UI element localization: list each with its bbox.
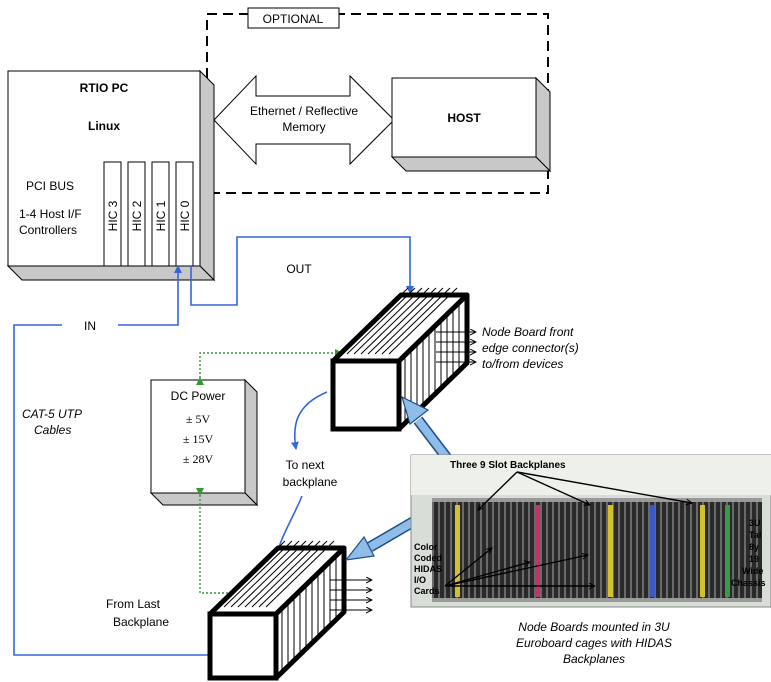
optional-label: OPTIONAL: [263, 12, 324, 26]
photo-callout-arrow-lower: [344, 514, 421, 561]
photo-right-line6: Chassis: [731, 578, 766, 588]
photo-left-line2: Coded: [414, 553, 442, 563]
out-label: OUT: [286, 262, 312, 276]
to-next-arrow-top: [290, 391, 328, 450]
to-next-label-line1: To next: [286, 458, 325, 472]
node-front-label-line2: edge connector(s): [482, 341, 579, 355]
in-label-bg: [62, 317, 118, 335]
photo-right-line5: Wide: [742, 566, 763, 576]
backplane-lower: [207, 540, 347, 681]
card-magenta: [535, 505, 540, 597]
caption-line1: Node Boards mounted in 3U: [518, 620, 670, 634]
power-line-top: [196, 349, 343, 385]
backplane-upper: [330, 287, 470, 432]
photo-left-line5: Cards: [414, 586, 440, 596]
host-box: HOST: [390, 76, 552, 173]
dc-power-28v: ± 28V: [183, 452, 214, 466]
node-front-label-line1: Node Board front: [482, 325, 574, 339]
cables-label-line2: Cables: [34, 423, 71, 437]
photo-right-line4: 19: [749, 554, 759, 564]
photo-left-line3: HIDAS: [414, 564, 442, 574]
dc-power-box: DC Power ± 5V ± 15V ± 28V: [149, 378, 259, 507]
rtio-pc-os: Linux: [88, 119, 120, 133]
out-cable-line: [190, 236, 414, 306]
link-label-line1: Ethernet / Reflective: [250, 104, 358, 118]
hic-slot-3-label: HIC 3: [106, 200, 120, 231]
host-label: HOST: [447, 111, 481, 125]
node-front-label-line3: to/from devices: [482, 357, 563, 371]
card-green: [725, 505, 730, 597]
photo-left-line4: I/O: [414, 575, 426, 585]
card-yellow-1: [455, 505, 460, 597]
caption-line2: Euroboard cages with HIDAS: [516, 636, 672, 650]
in-label: IN: [84, 319, 96, 333]
rtio-pc-title: RTIO PC: [80, 81, 129, 95]
hic-slot-1: HIC 1: [151, 161, 170, 267]
from-last-label-line1: From Last: [106, 597, 161, 611]
pci-bus-label: PCI BUS: [26, 179, 74, 193]
to-next-label-line2: backplane: [283, 475, 338, 489]
hic-slot-1-label: HIC 1: [154, 200, 168, 231]
hic-slot-3: HIC 3: [103, 161, 122, 267]
backplane-upper-connectors: [436, 332, 476, 362]
card-yellow-2: [608, 505, 613, 597]
cables-label-line1: CAT-5 UTP: [22, 407, 82, 421]
photo-right-line3: 8y: [749, 542, 759, 552]
caption-line3: Backplanes: [563, 652, 625, 666]
optional-label-box: [247, 7, 340, 29]
photo-right-line2: Tal: [749, 530, 761, 540]
photo-backplanes-label: Three 9 Slot Backplanes: [450, 460, 566, 471]
from-last-label-line2: Backplane: [113, 615, 169, 629]
dc-power-5v: ± 5V: [186, 412, 211, 426]
photo-callout-arrow-upper: [401, 395, 455, 466]
hic-slot-0: HIC 0: [175, 161, 194, 267]
controllers-label-line1: 1-4 Host I/F: [19, 207, 82, 221]
hic-slot-0-label: HIC 0: [178, 200, 192, 231]
dc-power-15v: ± 15V: [183, 432, 214, 446]
controllers-label-line2: Controllers: [19, 223, 77, 237]
out-label-bg: [278, 259, 320, 279]
photo-left-line1: Color: [414, 542, 438, 552]
hic-slot-2: HIC 2: [127, 161, 146, 267]
card-blue: [650, 505, 655, 597]
ethernet-link-arrow: Ethernet / Reflective Memory: [213, 74, 395, 166]
in-cable-line: [13, 265, 215, 656]
hic-slot-2-label: HIC 2: [130, 200, 144, 231]
link-label-line2: Memory: [282, 120, 325, 134]
photo-right-line1: 3U: [749, 518, 761, 528]
dc-power-title: DC Power: [171, 389, 226, 403]
chassis-card-rack: [432, 500, 762, 600]
card-yellow-3: [700, 505, 705, 597]
chassis-photo: Three 9 Slot Backplanes Color Coded HIDA…: [410, 454, 771, 608]
backplane-lower-connectors: [330, 580, 372, 610]
